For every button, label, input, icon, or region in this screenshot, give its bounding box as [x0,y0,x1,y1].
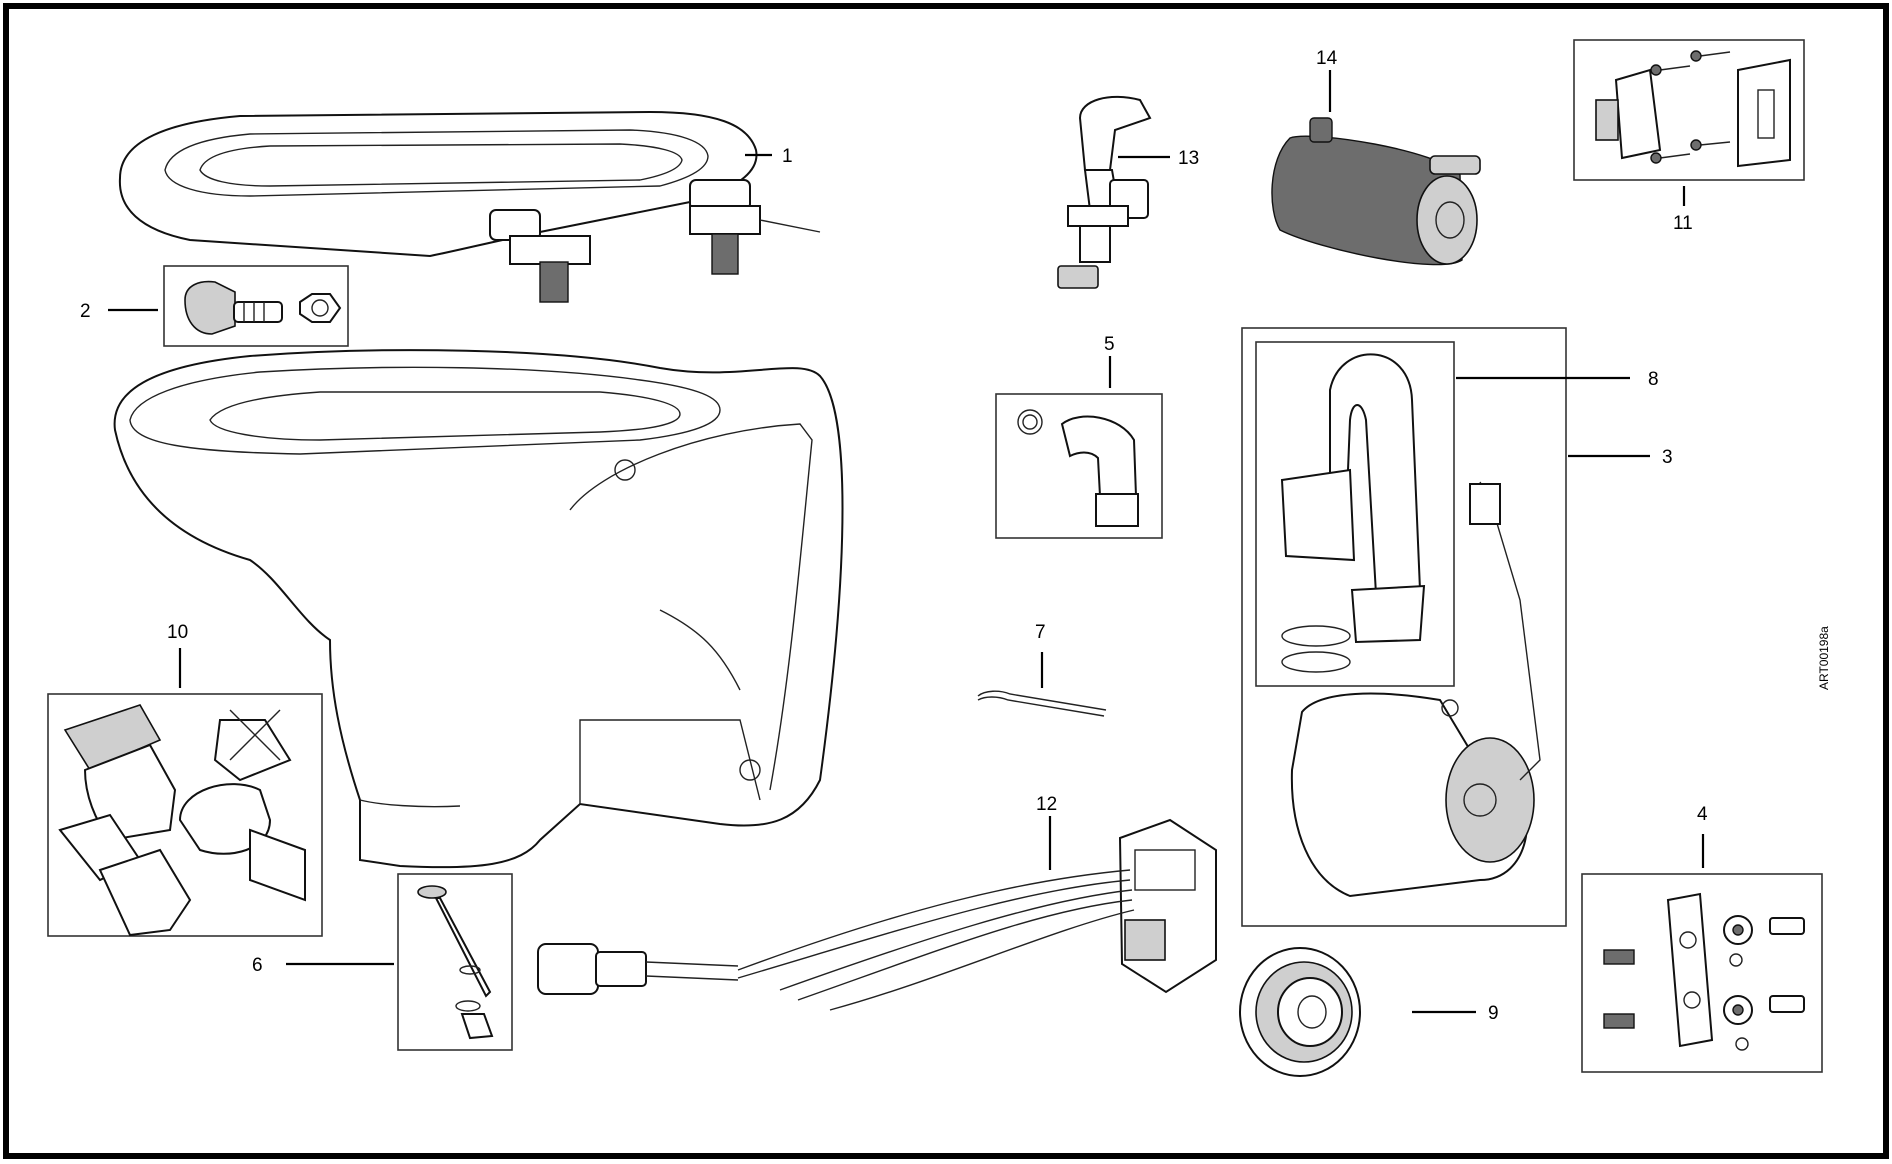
part-14-motor [1271,117,1481,266]
part-5-box [995,393,1163,539]
part-9-seal-ring [1239,947,1361,1077]
callout-6: 6 [252,955,263,976]
part-1-seat-lid [118,110,821,303]
part-2-box [163,265,349,347]
callout-3: 3 [1662,447,1673,468]
part-12-wiring-harness [537,818,1217,1011]
part-3-box [1241,327,1567,927]
part-3-pump-assembly [1290,481,1541,898]
callout-10: 10 [167,622,188,643]
callout-7: 7 [1035,622,1046,643]
callout-9: 9 [1488,1003,1499,1024]
part-11-box [1573,39,1805,181]
part-2-flush-fitting [184,280,342,335]
part-7-rod [977,690,1107,717]
callout-4: 4 [1697,804,1708,825]
callout-5: 5 [1104,334,1115,355]
callout-14: 14 [1316,48,1338,69]
callout-13: 13 [1178,148,1199,169]
part-4-mounting-bracket [1603,892,1805,1051]
callout-12: 12 [1036,794,1057,815]
callout-11: 11 [1673,213,1693,234]
part-4-box [1581,873,1823,1073]
callout-1: 1 [782,146,793,167]
callout-2: 2 [80,301,91,322]
part-6-pivot-pin [417,885,494,1040]
part-13-hose-valve [1057,95,1152,289]
part-11-bracket-screws [1595,50,1791,168]
part-8-outlet-hose [1280,353,1426,673]
callout-8: 8 [1648,369,1659,390]
toilet-bowl-body [113,349,844,869]
part-5-elbow-hose [1017,409,1139,527]
part-6-box [397,873,513,1051]
diagram-frame [3,3,1889,1159]
part-8-box [1255,341,1455,687]
part-10-box [47,693,323,937]
part-10-adapter-fittings [58,704,306,937]
art-code: ART00198a [1817,626,1831,690]
